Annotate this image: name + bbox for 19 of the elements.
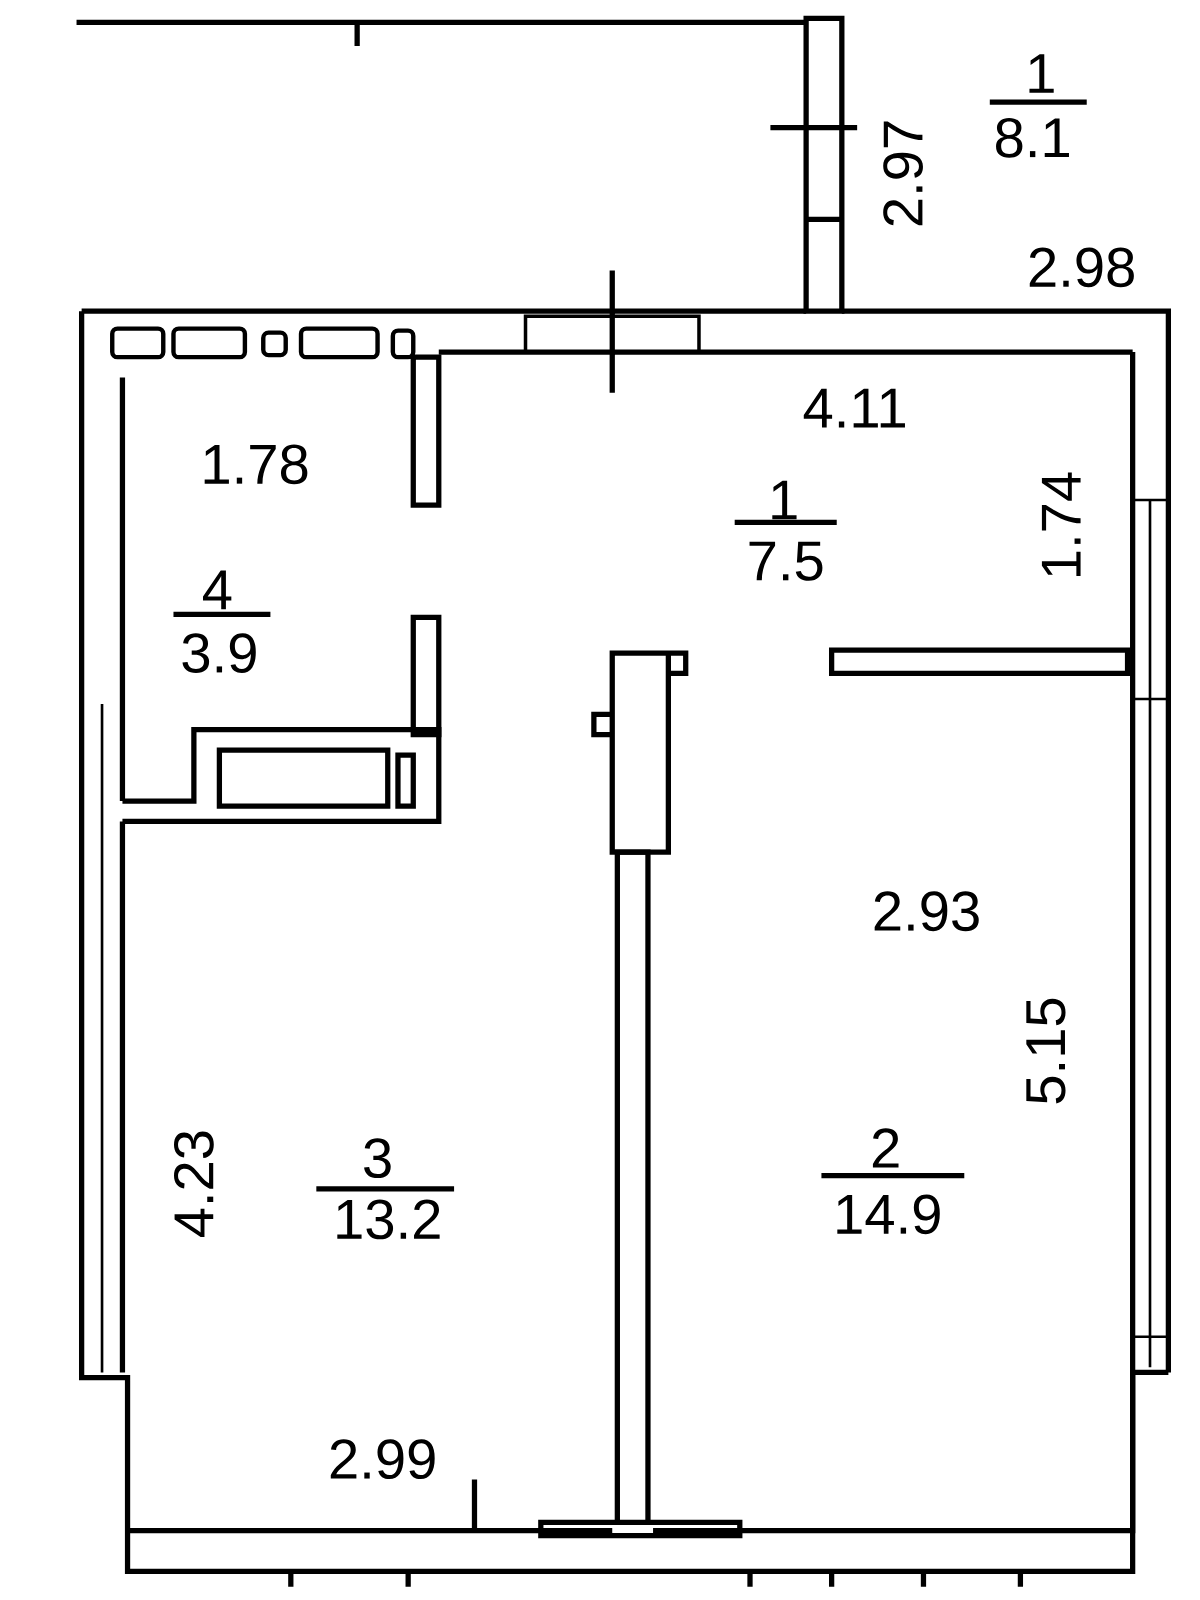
room-area: 8.1 (996, 117, 1069, 158)
room-area: 7.5 (749, 541, 823, 581)
room-area: 3.9 (182, 633, 256, 673)
dimension-label: 2.93 (874, 891, 979, 932)
room-number: 3 (364, 1138, 391, 1179)
room-area: 14.9 (837, 1194, 940, 1235)
dimension-label: 1.74 (1041, 472, 1081, 576)
dimension-label: 2.98 (1029, 247, 1134, 288)
dimension-label: 5.15 (1026, 998, 1066, 1104)
dimension-label: 2.99 (330, 1439, 435, 1480)
room-number: 1 (772, 480, 797, 520)
dimension-label: 1.78 (204, 444, 308, 485)
room-number: 1 (1029, 54, 1054, 93)
dimension-label: 4.11 (803, 388, 905, 428)
dimension-label: 2.97 (883, 121, 923, 226)
room-area: 13.2 (337, 1199, 440, 1240)
room-number: 2 (872, 1128, 899, 1168)
dimension-label: 4.23 (174, 1131, 214, 1238)
room-number: 4 (203, 570, 232, 610)
